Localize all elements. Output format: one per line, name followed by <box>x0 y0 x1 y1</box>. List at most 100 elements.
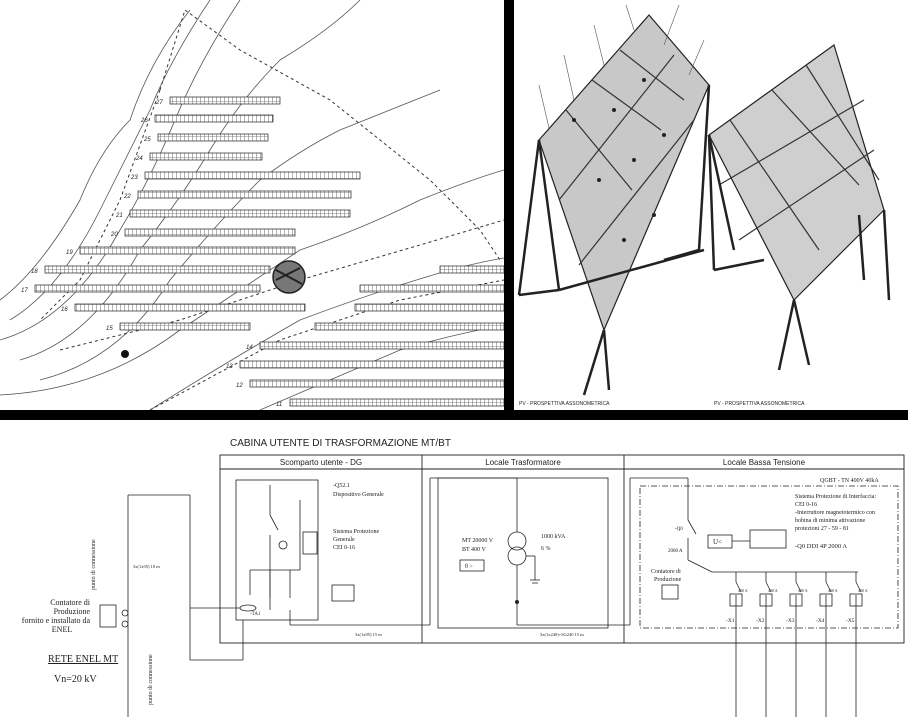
pv-caption-right: PV - PROSPETTIVA ASSONOMETRICA <box>714 401 805 407</box>
lv-feeder <box>849 572 863 717</box>
label-bt-voltage: BT 400 V <box>462 547 486 553</box>
section-utente: Scomparto utente - DG <box>280 458 362 467</box>
pv-module-left <box>517 4 711 396</box>
pv-row-label: 18 <box>31 269 38 275</box>
label-spi-3: -Interruttore magnetotermico con <box>795 510 875 516</box>
label-q0: -Q0 <box>675 527 683 532</box>
label-qgbt: QGBT - TN 400V 40kA <box>820 478 879 484</box>
label-contatore-prod-2: Produzione <box>654 577 682 583</box>
pv-row-partial <box>439 265 504 274</box>
feeder-rating: 400 A <box>768 588 778 593</box>
label-rete-enel: RETE ENEL MT <box>48 654 118 665</box>
label-ta1: -TA1 <box>250 612 261 617</box>
label-spi-5: protezioni 27 - 59 - 81 <box>795 526 849 532</box>
label-punto-connessione-2: punto di connessione <box>148 654 154 705</box>
label-theta: θ > <box>465 564 473 570</box>
pv-row <box>239 360 504 369</box>
label-contatore-enel-4: ENEL <box>52 625 73 634</box>
electrical-single-line-diagram: CABINA UTENTE DI TRASFORMAZIONE MT/BT Sc… <box>22 438 905 717</box>
label-u-relay: U< <box>713 538 722 546</box>
feeder-label: -X4 <box>816 618 825 624</box>
cabin-frame <box>219 454 905 644</box>
pv-row-label: 16 <box>61 307 68 313</box>
pv-row <box>129 209 351 218</box>
pv-row <box>34 284 261 293</box>
pv-row <box>137 190 352 199</box>
lv-feeder <box>789 572 803 717</box>
pv-row <box>119 322 251 331</box>
label-ucc: 6 % <box>541 546 551 552</box>
schematic-panel: CABINA UTENTE DI TRASFORMAZIONE MT/BT Sc… <box>0 420 908 717</box>
lv-feeder <box>819 572 833 717</box>
label-q0-amp: 2000 A <box>668 549 683 554</box>
pv-row-label: 14 <box>246 345 253 351</box>
label-contatore-enel-1: Contatore di <box>50 598 91 607</box>
utente-switchgear <box>190 479 355 621</box>
pv-row <box>144 171 361 180</box>
label-contatore-enel-2: Produzione <box>54 607 91 616</box>
pv-row-partial <box>359 284 504 293</box>
pv-caption-left: PV - PROSPETTIVA ASSONOMETRICA <box>519 401 610 407</box>
lv-feeder <box>759 572 773 717</box>
feeder-label: -X5 <box>846 618 855 624</box>
label-kva: 1000 kVA <box>541 534 566 540</box>
label-spg-2: Generale <box>333 537 355 543</box>
label-cable-2: 3x(1x95) 15 m <box>355 632 382 637</box>
label-dispositivo-generale: Dispositivo Generale <box>333 492 384 498</box>
pv-rows <box>34 96 504 407</box>
pv-row-label: 19 <box>66 250 73 256</box>
pv-row <box>79 246 296 255</box>
feeder-label: -X3 <box>786 618 795 624</box>
label-punto-connessione-1: punto di connessione <box>91 539 97 590</box>
transformer-room <box>437 477 609 629</box>
label-mt-voltage: MT 20000 V <box>462 538 494 544</box>
pv-row-label: 26 <box>140 118 148 124</box>
label-cable-1: 3x(1x95) 10 m <box>133 564 160 569</box>
pv-row-label: 27 <box>155 100 163 106</box>
pv-row-label: 22 <box>123 194 131 200</box>
pv-row <box>124 228 296 237</box>
label-cable-3: 3x(1x240)+3G240 15 m <box>540 632 584 637</box>
pv-row-partial <box>354 303 504 312</box>
pv-row-label: 15 <box>106 326 113 332</box>
grid-connection <box>99 494 191 717</box>
inverter-cabin <box>272 260 306 294</box>
pv-row-label: 21 <box>115 213 123 219</box>
label-contatore-prod-1: Contatore di <box>651 569 681 575</box>
schematic-title: CABINA UTENTE DI TRASFORMAZIONE MT/BT <box>230 438 451 449</box>
label-spi-4: bobina di minima attivazione <box>795 518 865 524</box>
pv-axonometric-drawing: PV - PROSPETTIVA ASSONOMETRICA PV - PROS… <box>517 4 891 407</box>
feeder-rating: 400 A <box>828 588 838 593</box>
pv-row <box>259 341 504 350</box>
pv-row-label: 12 <box>236 383 243 389</box>
feeder-rating: 400 A <box>798 588 808 593</box>
lv-switchboard <box>639 485 899 629</box>
feeder-rating: 400 A <box>858 588 868 593</box>
pv-row-label: 11 <box>276 402 282 408</box>
section-bassa-tensione: Locale Bassa Tensione <box>723 458 806 467</box>
marker-dot <box>121 350 129 358</box>
pv-row <box>157 133 269 142</box>
pv-row <box>74 303 306 312</box>
label-spi-2: CEI 0-16 <box>795 502 817 508</box>
label-spi-1: Sistema Protezione di Interfaccia: <box>795 493 876 500</box>
label-q0-rating: -Q0 DDI 4P 2000 A <box>795 543 847 550</box>
pv-row <box>149 152 263 161</box>
lv-feeder <box>729 572 743 717</box>
label-spg-3: CEI 0-16 <box>333 545 355 551</box>
pv-row <box>289 398 504 407</box>
feeder-rating: 400 A <box>738 588 748 593</box>
label-contatore-enel-3: fornito e installato da <box>22 616 91 625</box>
pv-row-label: 24 <box>135 156 143 162</box>
label-spg-1: Sistema Protezione <box>333 529 379 535</box>
pv-row <box>44 265 271 274</box>
pv-row <box>154 114 274 123</box>
label-vn: Vn=20 kV <box>54 674 97 685</box>
label-q52-1: -Q52.1 <box>333 483 350 489</box>
pv-3d-panel: PV - PROSPETTIVA ASSONOMETRICA PV - PROS… <box>514 0 908 410</box>
pv-row-label: 25 <box>143 137 151 143</box>
